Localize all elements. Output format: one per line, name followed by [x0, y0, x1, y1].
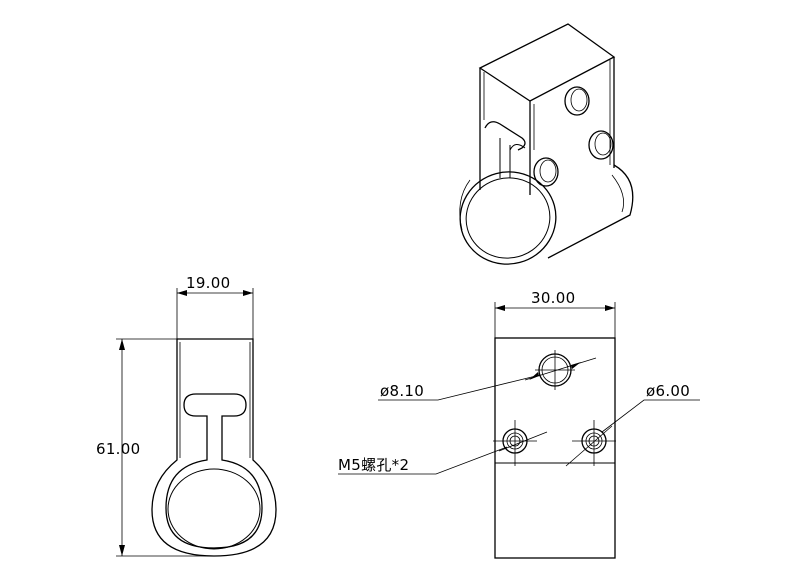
front-view	[338, 302, 700, 559]
isometric-view	[459, 23, 634, 265]
side-height-label: 61.00	[96, 440, 140, 458]
hole-large-label: ø8.10	[380, 382, 424, 400]
side-width-label: 19.00	[186, 274, 230, 292]
m5-hole-left	[493, 420, 548, 466]
front-width-label: 30.00	[531, 289, 575, 307]
hole-small-label: ø6.00	[646, 382, 690, 400]
large-hole	[524, 350, 597, 390]
m5-hole-right	[565, 420, 616, 467]
side-view	[116, 288, 277, 557]
thread-note-label: M5螺孔*2	[338, 456, 409, 474]
